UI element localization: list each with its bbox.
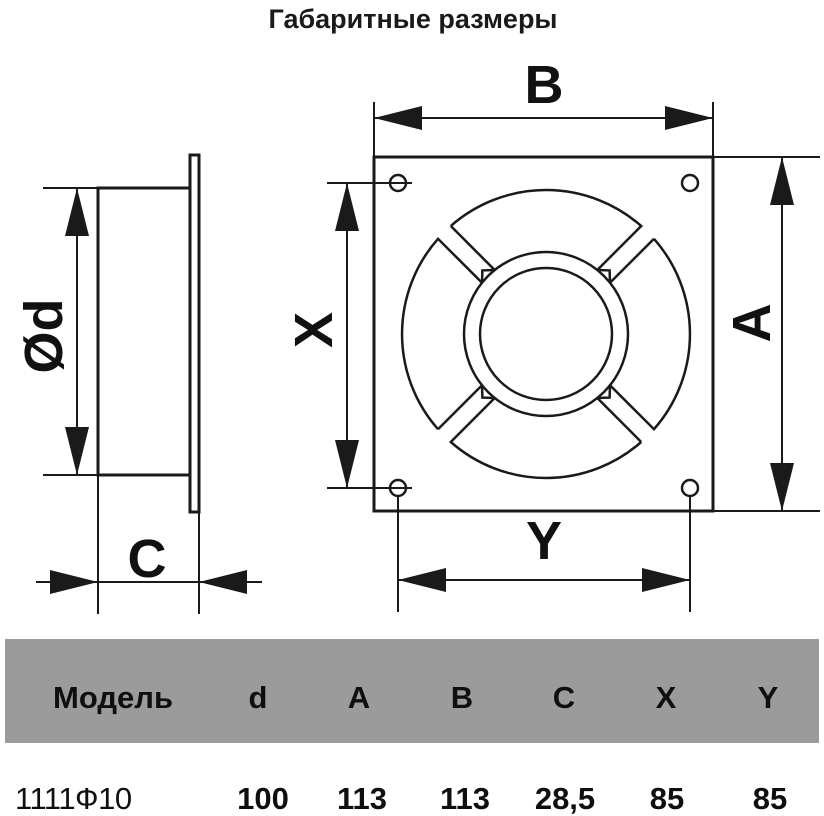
arrowhead-up bbox=[65, 188, 89, 236]
grille bbox=[400, 188, 692, 480]
table-header-band bbox=[5, 639, 819, 743]
table-cell-c: 28,5 bbox=[534, 781, 596, 816]
dim-label-y: Y bbox=[526, 511, 562, 571]
front-view bbox=[372, 155, 715, 513]
table-header-model: Модель bbox=[53, 680, 174, 715]
table-cell-x: 85 bbox=[649, 781, 685, 816]
mount-hole-top-right bbox=[680, 173, 700, 193]
grille-inner-ring bbox=[462, 250, 630, 418]
grille-petal bbox=[608, 237, 692, 431]
table-header-c: C bbox=[552, 680, 576, 715]
table-header-d: d bbox=[248, 680, 268, 715]
grille-petal bbox=[449, 396, 643, 480]
arrowhead-down bbox=[65, 427, 89, 475]
table-header-a: A bbox=[347, 680, 371, 715]
dim-label-b: B bbox=[525, 55, 564, 115]
grille-center-circle bbox=[478, 266, 614, 402]
arrowhead-down bbox=[770, 463, 794, 511]
grille-petal bbox=[449, 188, 644, 271]
arrowhead-left bbox=[199, 570, 247, 594]
dim-hole-spacing-y: Y bbox=[397, 495, 691, 612]
dim-depth-c: C bbox=[36, 475, 262, 614]
mount-hole-bottom-right bbox=[680, 478, 700, 498]
dim-label-x: X bbox=[284, 312, 344, 348]
table-cell-y: 85 bbox=[752, 781, 788, 816]
arrowhead-right bbox=[642, 568, 690, 592]
arrowhead-up bbox=[335, 183, 359, 231]
flange-outline bbox=[188, 153, 201, 514]
arrowhead-left bbox=[398, 568, 446, 592]
dim-diameter-d: Ød bbox=[14, 187, 98, 476]
arrowhead-left bbox=[374, 106, 422, 130]
duct-body-outline bbox=[96, 186, 192, 477]
dim-label-c: C bbox=[128, 529, 167, 589]
arrowhead-right bbox=[665, 106, 713, 130]
table-cell-b: 113 bbox=[439, 781, 491, 816]
table-cell-model: 1111Ф10 bbox=[15, 781, 132, 816]
table-cell-d: 100 bbox=[237, 781, 289, 816]
grille-slot-notch bbox=[597, 268, 612, 283]
dim-height-a: A bbox=[713, 156, 820, 512]
side-view bbox=[96, 153, 201, 514]
table-header-x: X bbox=[655, 680, 677, 715]
dim-width-b: B bbox=[373, 55, 714, 157]
table-header-b: B bbox=[450, 680, 474, 715]
grille-petal bbox=[400, 237, 484, 431]
page-title: Габаритные размеры bbox=[268, 4, 558, 34]
dim-hole-spacing-x: X bbox=[284, 182, 412, 489]
arrowhead-right bbox=[50, 570, 98, 594]
dimension-drawing: Ød C bbox=[14, 55, 820, 614]
dim-label-diameter: Ød bbox=[14, 299, 74, 374]
plate-outline bbox=[372, 155, 715, 513]
dim-label-a: A bbox=[722, 304, 782, 343]
table-cell-a: 113 bbox=[336, 781, 388, 816]
arrowhead-up bbox=[770, 157, 794, 205]
table-header-y: Y bbox=[757, 680, 779, 715]
arrowhead-down bbox=[335, 440, 359, 488]
